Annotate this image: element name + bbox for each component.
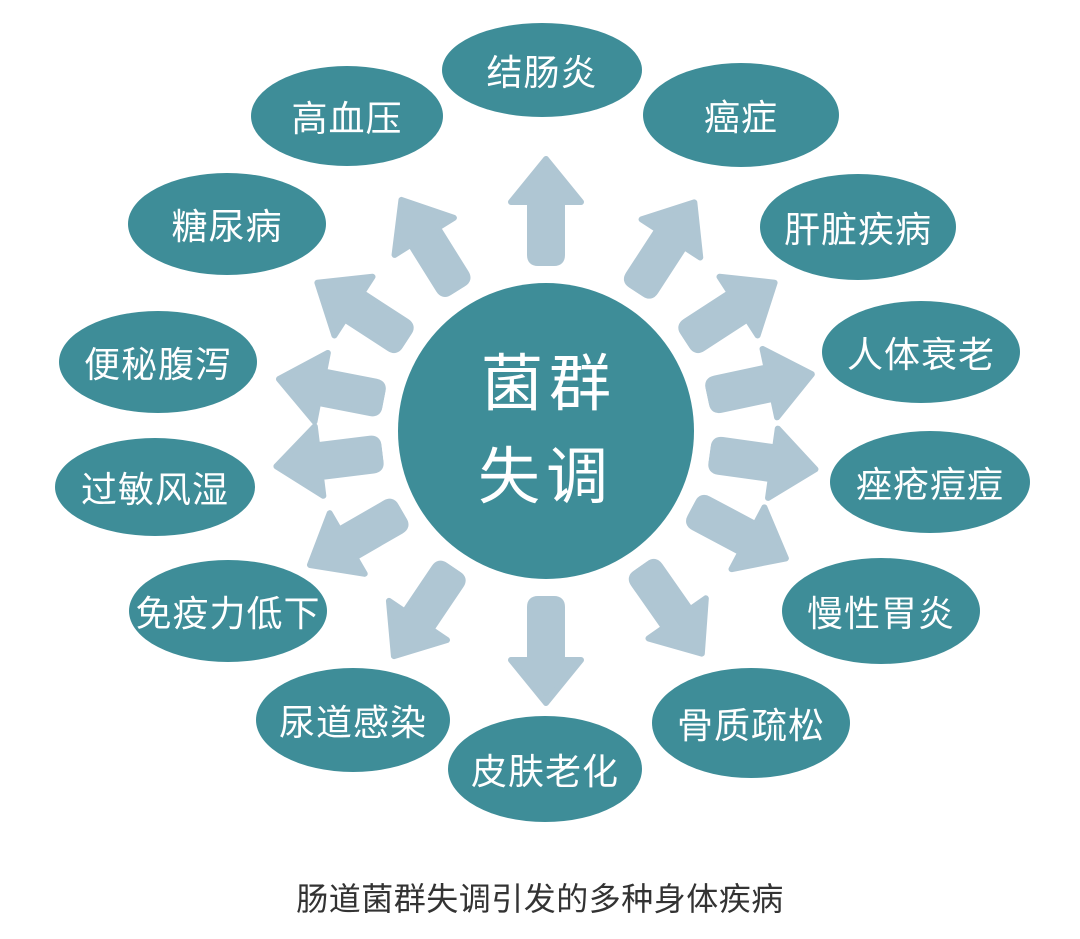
disease-node-constipation-diarrhea: 便秘腹泻: [59, 311, 257, 413]
disease-node-chronic-gastritis: 慢性胃炎: [782, 558, 980, 664]
disease-label: 便秘腹泻: [83, 344, 232, 385]
disease-node-cancer: 癌症: [643, 63, 839, 167]
disease-node-body-aging: 人体衰老: [822, 301, 1020, 403]
center-node-label: 菌群 失调: [477, 350, 617, 512]
disease-label: 尿道感染: [278, 702, 427, 743]
disease-label: 结肠炎: [486, 52, 598, 93]
center-node-flora-imbalance: 菌群 失调: [398, 283, 694, 579]
disease-node-colitis: 结肠炎: [442, 23, 642, 117]
disease-label: 骨质疏松: [676, 705, 825, 746]
disease-node-diabetes: 糖尿病: [128, 173, 326, 275]
disease-label: 糖尿病: [171, 206, 283, 247]
disease-node-low-immunity: 免疫力低下: [129, 560, 327, 662]
disease-node-allergy-rheumatism: 过敏风湿: [55, 438, 255, 536]
disease-label: 人体衰老: [846, 334, 995, 375]
disease-node-osteoporosis: 骨质疏松: [652, 668, 850, 778]
disease-label: 皮肤老化: [470, 751, 619, 792]
disease-label: 慢性胃炎: [806, 593, 955, 634]
disease-node-skin-aging: 皮肤老化: [448, 716, 642, 822]
arrow-down-icon: [508, 596, 584, 706]
arrow-up-icon: [508, 156, 584, 266]
disease-label: 高血压: [291, 98, 403, 139]
disease-label: 肝脏疾病: [783, 209, 932, 250]
disease-label: 免疫力低下: [135, 593, 321, 634]
disease-node-acne: 痤疮痘痘: [830, 431, 1030, 533]
disease-label: 痤疮痘痘: [855, 464, 1004, 505]
caption: 肠道菌群失调引发的多种身体疾病: [296, 881, 784, 917]
disease-node-hypertension: 高血压: [251, 66, 443, 166]
disease-label: 癌症: [703, 97, 778, 138]
disease-label: 过敏风湿: [80, 469, 229, 510]
disease-node-urinary-infection: 尿道感染: [256, 668, 450, 772]
disease-node-liver-disease: 肝脏疾病: [760, 174, 956, 280]
